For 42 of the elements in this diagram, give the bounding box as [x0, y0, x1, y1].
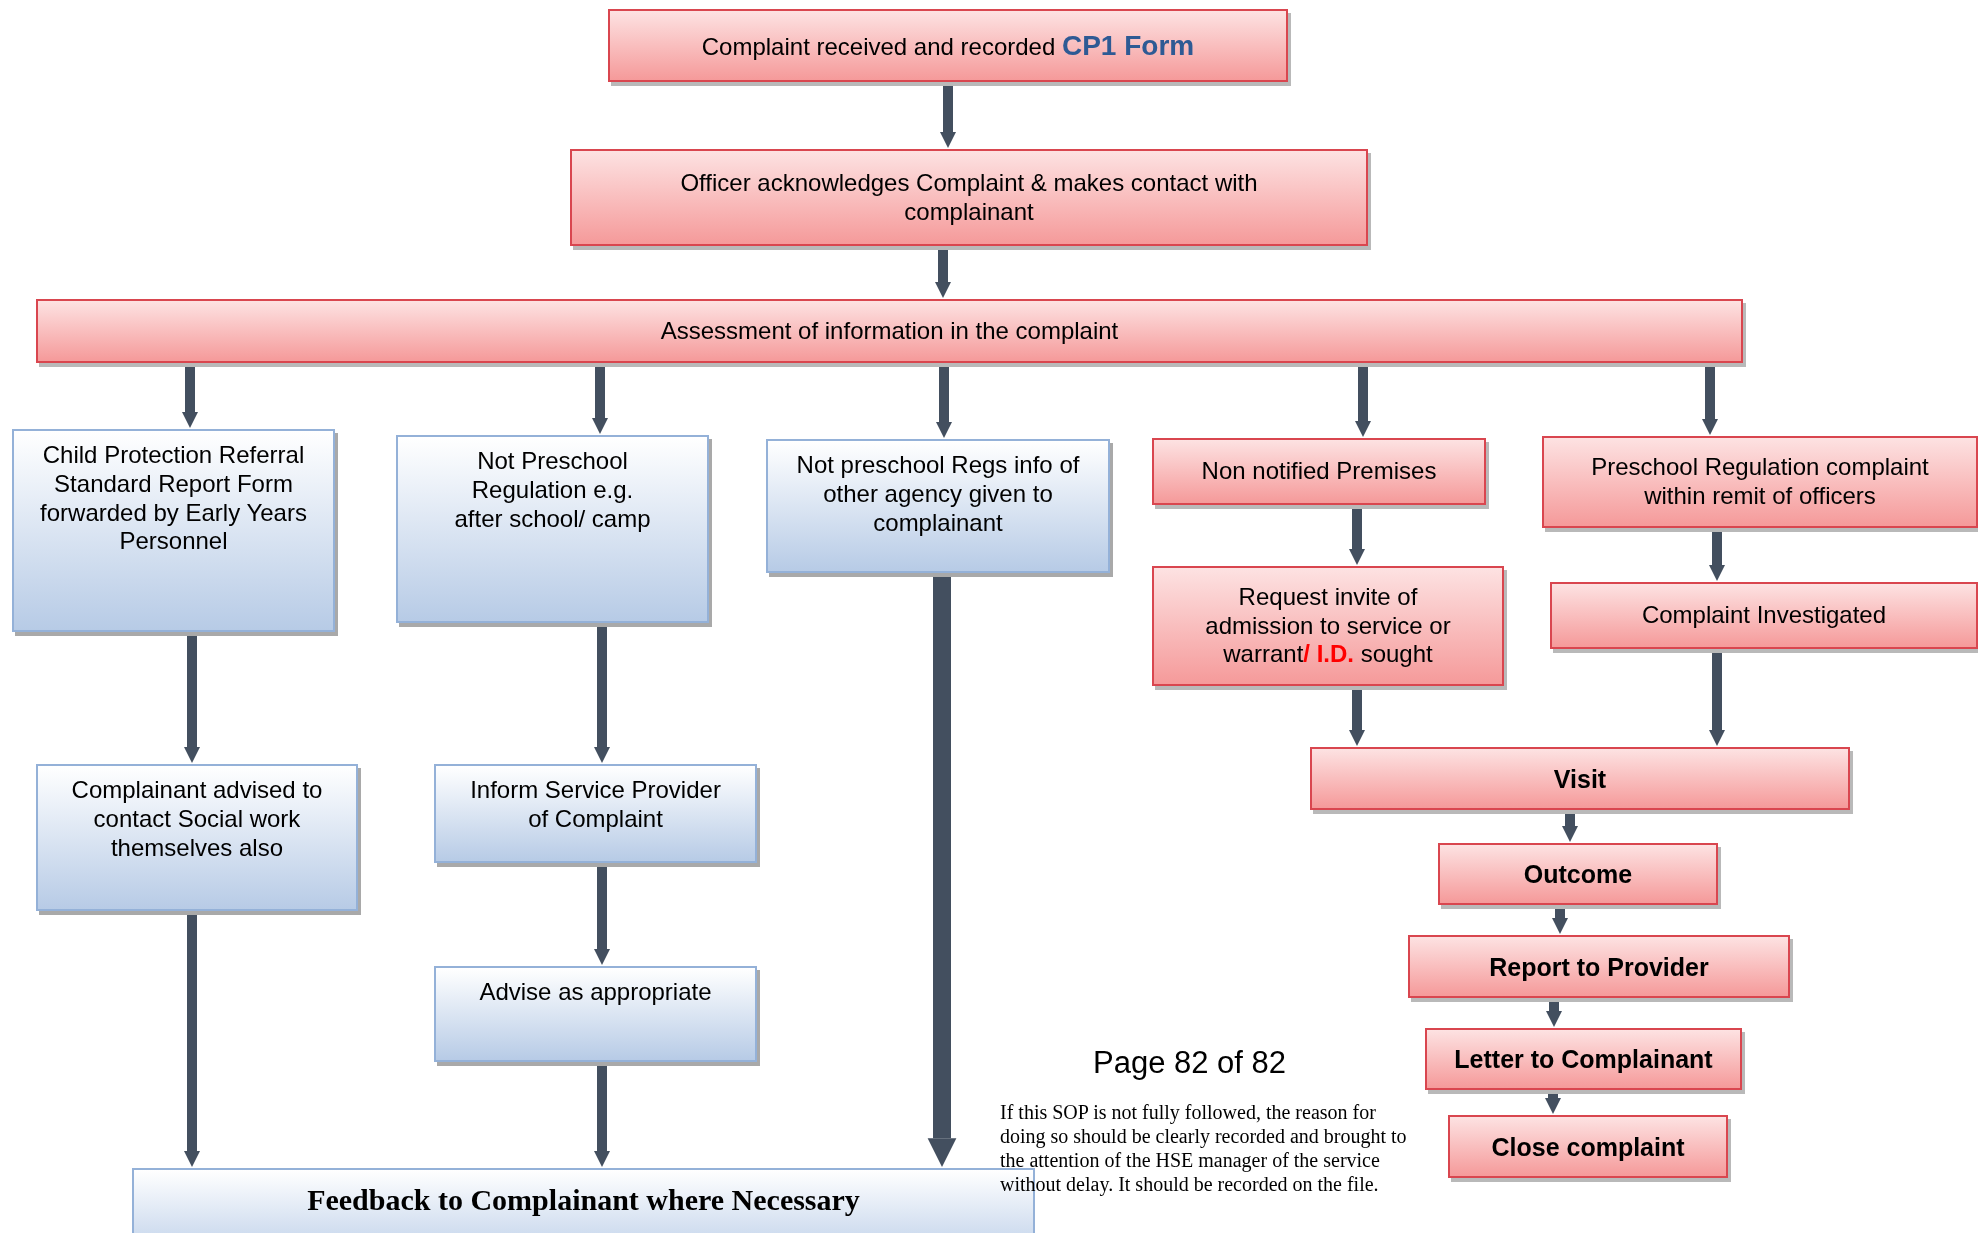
box-text: Not Preschool Regulation e.g. after school/ camp: [453, 447, 652, 534]
box-text: Feedback to Complainant where Necessary: [307, 1182, 860, 1218]
arrow: [1349, 507, 1365, 565]
arrow: [1545, 1092, 1561, 1114]
box-text: Officer acknowledges Complaint & makes contact with complainant: [679, 168, 1259, 227]
box-text: Preschool Regulation complaint within remit of officers: [1590, 453, 1930, 511]
box-text: Complaint Investigated: [1641, 601, 1887, 630]
arrow: [935, 248, 951, 298]
arrow: [936, 365, 952, 438]
arrow: [1552, 907, 1568, 934]
box-text: Assessment of information in the complaint: [660, 316, 1119, 346]
arrow: [1349, 688, 1365, 746]
arrow: [182, 365, 198, 428]
box-text: Non notified Premises: [1201, 457, 1437, 486]
arrow: [594, 1064, 610, 1167]
box-text: Advise as appropriate: [479, 978, 712, 1007]
arrow: [927, 575, 957, 1167]
arrow: [594, 625, 610, 763]
arrow: [940, 84, 956, 148]
arrow: [1702, 365, 1718, 435]
arrow: [1562, 812, 1578, 842]
box-text: Letter to Complainant: [1454, 1044, 1713, 1074]
arrow: [1355, 365, 1371, 437]
box-text: Not preschool Regs info of other agency given to complainant: [795, 451, 1081, 538]
box-text: Child Protection Referral Standard Report Form forwarded by Early Years Personnel: [39, 441, 308, 557]
box-text: Complaint received and recorded CP1 Form: [701, 28, 1195, 63]
arrow: [1709, 651, 1725, 746]
box-text: Close complaint: [1491, 1131, 1685, 1162]
arrow: [592, 365, 608, 434]
arrow: [184, 913, 200, 1167]
box-text: Request invite of admission to service or warrant/ I.D. sought: [1204, 582, 1452, 670]
box-text: Visit: [1553, 763, 1607, 794]
box-text: Complainant advised to contact Social work themselves also: [70, 776, 324, 863]
box-text: Report to Provider: [1489, 951, 1709, 982]
arrow: [1546, 1000, 1562, 1027]
note-text: If this SOP is not fully followed, the reason for doing so should be clearly recorded and brought to the attention of the HSE manager of the service without delay. It should be recorded on the file.: [1000, 1100, 1408, 1196]
box-text: Outcome: [1523, 859, 1633, 889]
arrow: [1709, 530, 1725, 581]
arrow: [594, 865, 610, 965]
arrow: [184, 634, 200, 763]
box-text: Inform Service Provider of Complaint: [469, 776, 722, 834]
page-number: Page 82 of 82: [1093, 1045, 1288, 1081]
